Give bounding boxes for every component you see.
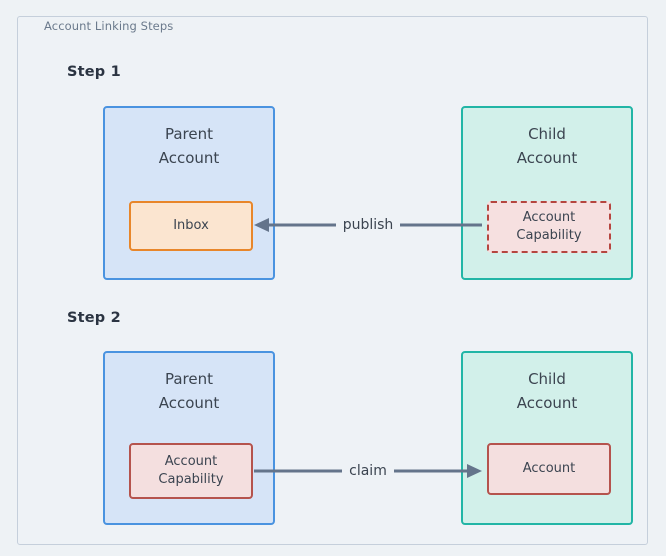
step-1-child-account-box[interactable]: Child Account Account Capability (461, 106, 633, 280)
step-2-account-label: Account (522, 461, 576, 476)
step-1-publish-connector: publish (254, 203, 482, 247)
step-1-connector-label: publish (335, 216, 401, 234)
step-2-parent-title-line-1: Parent (164, 370, 214, 388)
step-2-account-box[interactable]: Account (487, 443, 611, 495)
step-1-parent-account-title: Parent Account (105, 122, 273, 170)
step-2-account-capability-label: Account Capability (158, 453, 223, 489)
step-2-child-account-title: Child Account (463, 367, 631, 415)
step-2-connector-label: claim (342, 462, 394, 480)
step-2-parent-account-title: Parent Account (105, 367, 273, 415)
step-2-child-account-box[interactable]: Child Account Account (461, 351, 633, 525)
diagram-frame: Account Linking Steps Step 1 Parent Acco… (17, 16, 648, 545)
step-1-inbox-box[interactable]: Inbox (129, 201, 253, 251)
diagram-legend: Account Linking Steps (40, 19, 178, 33)
step-1-parent-title-line-1: Parent (164, 125, 214, 143)
cap1-l2: Capability (516, 228, 582, 243)
step-2-claim-connector: claim (254, 449, 482, 493)
step-2-account-capability-box[interactable]: Account Capability (129, 443, 253, 499)
step-2-child-title-line-1: Child (528, 370, 566, 388)
step-2-parent-account-box[interactable]: Parent Account Account Capability (103, 351, 275, 525)
step-2-child-title-line-2: Account (516, 394, 578, 412)
step-2-label: Step 2 (67, 310, 121, 326)
step-1-child-title-line-2: Account (516, 149, 578, 167)
cap1-l1: Account (522, 210, 576, 225)
step-1-parent-title-line-2: Account (158, 149, 220, 167)
cap2-l2: Capability (158, 472, 224, 487)
step-1-label: Step 1 (67, 64, 121, 80)
cap2-l1: Account (164, 454, 218, 469)
step-1-parent-account-box[interactable]: Parent Account Inbox (103, 106, 275, 280)
step-1-child-title-line-1: Child (528, 125, 566, 143)
step-1-account-capability-box[interactable]: Account Capability (487, 201, 611, 253)
step-2-parent-title-line-2: Account (158, 394, 220, 412)
step-1-account-capability-label: Account Capability (516, 209, 581, 245)
step-1-child-account-title: Child Account (463, 122, 631, 170)
step-1-inbox-label: Inbox (173, 218, 209, 233)
